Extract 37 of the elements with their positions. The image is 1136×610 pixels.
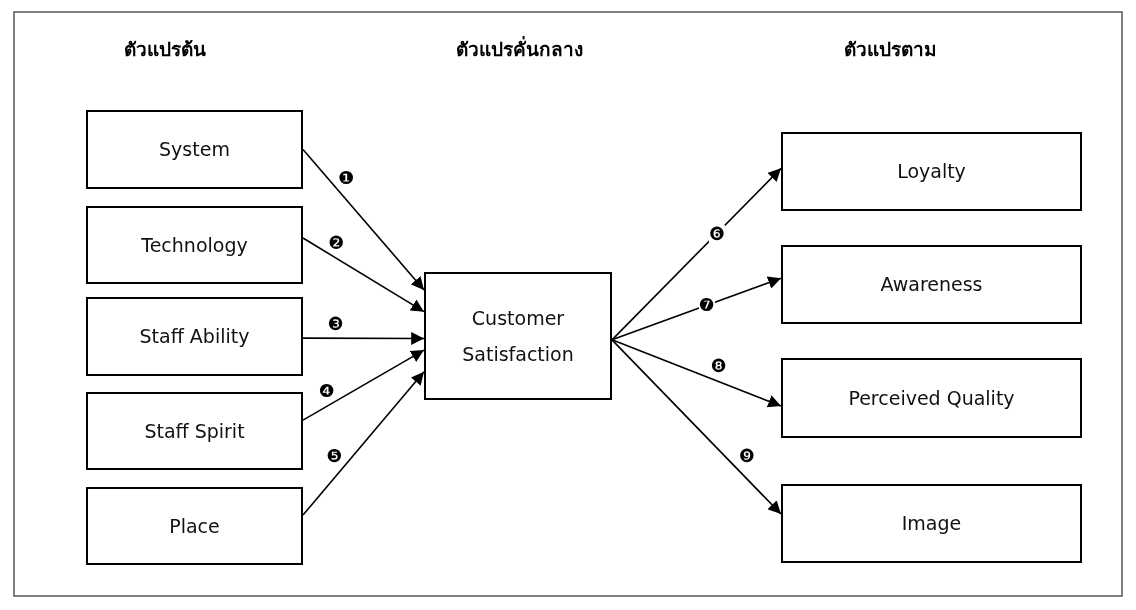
box-text: Perceived Quality [848, 385, 1015, 411]
process-box [86, 297, 303, 376]
process-box [86, 392, 303, 470]
box-text: Staff Ability [139, 324, 250, 350]
edge-label: ❽ [710, 357, 727, 376]
arrow [302, 349, 425, 421]
arrow [611, 276, 782, 341]
process-box [781, 245, 1082, 324]
arrow [611, 339, 782, 408]
process-box [781, 132, 1082, 211]
process-box [86, 206, 303, 284]
box-text: Customer Satisfaction [461, 305, 575, 367]
process-box [424, 272, 612, 400]
edge-label: ❾ [738, 446, 755, 465]
process-box [86, 110, 303, 189]
column-heading: ตัวแปรตาม [843, 37, 937, 62]
arrow [302, 332, 425, 345]
edge-label: ❺ [326, 446, 343, 465]
edge-label: ❻ [708, 224, 725, 243]
box-text: Image [901, 511, 962, 537]
box-text: Awareness [880, 272, 983, 298]
process-box [86, 487, 303, 565]
column-heading: ตัวแปรคั่นกลาง [455, 35, 583, 62]
box-text: Staff Spirit [144, 418, 245, 444]
arrow [611, 167, 782, 341]
arrow [302, 237, 425, 313]
process-box [781, 358, 1082, 438]
box-text: System [159, 137, 230, 163]
box-text: Loyalty [897, 159, 966, 185]
column-heading: ตัวแปรต้น [124, 37, 206, 62]
arrow [302, 148, 425, 291]
arrow [302, 371, 425, 516]
box-text: Place [169, 513, 220, 539]
edge-label: ❸ [327, 315, 344, 334]
arrow [611, 339, 782, 515]
box-text: Technology [141, 232, 248, 258]
process-box [781, 484, 1082, 563]
